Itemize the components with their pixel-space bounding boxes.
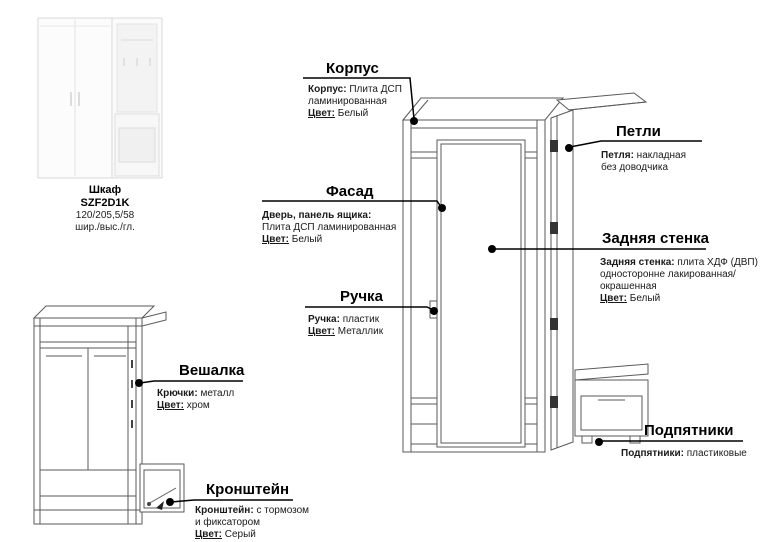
desc-line: Ручка: пластик <box>308 314 418 326</box>
callout-desc-petli: Петля: накладная без доводчика <box>601 150 711 174</box>
desc-label: Подпятники: <box>621 448 684 459</box>
callout-desc-fasad: Дверь, панель ящика: Плита ДСП ламиниров… <box>262 210 402 246</box>
desc-text: с тормозом <box>253 505 310 516</box>
callout-desc-podpyatniki: Подпятники: пластиковые <box>621 448 761 460</box>
desc-label: Крючки: <box>157 388 198 399</box>
desc-line: и фиксатором <box>195 517 305 529</box>
desc-text: Белый <box>288 234 323 245</box>
desc-line: ламинированная <box>308 96 423 108</box>
desc-label: Задняя стенка: <box>600 257 675 268</box>
callout-desc-veshalka: Крючки: металл Цвет: хром <box>157 388 257 412</box>
desc-text: односторонне лакированная/ <box>600 269 736 280</box>
product-code: SZF2D1K <box>80 197 130 209</box>
desc-line: Подпятники: пластиковые <box>621 448 761 460</box>
desc-label: Цвет: <box>262 234 289 245</box>
desc-text: Плита ДСП <box>346 84 402 95</box>
desc-label: Петля: <box>601 150 634 161</box>
desc-label: Цвет: <box>600 293 627 304</box>
desc-label: Кронштейн: <box>195 505 254 516</box>
desc-text: и фиксатором <box>195 517 261 528</box>
desc-text: Плита ДСП ламинированная <box>262 222 397 233</box>
desc-line: Кронштейн: с тормозом <box>195 505 309 517</box>
callout-title-podpyatniki: Подпятники <box>644 422 734 439</box>
desc-label: Цвет: <box>308 108 335 119</box>
desc-line: Крючки: металл <box>157 388 257 400</box>
callout-title-ruchka: Ручка <box>340 288 383 305</box>
desc-line: Цвет: Белый <box>600 293 765 305</box>
callout-leader-lines <box>139 77 743 503</box>
callout-anchor-dots <box>135 117 603 506</box>
product-caption: Шкаф SZF2D1K 120/205,5/58 шир./выс./гл. <box>45 184 165 234</box>
desc-text: без доводчика <box>601 162 669 173</box>
desc-text: Серый <box>221 529 256 540</box>
callout-desc-kronshtein: Кронштейн: с тормозом и фиксатором Цвет:… <box>195 505 309 541</box>
product-size-caption: шир./выс./гл. <box>75 222 135 233</box>
desc-line: Цвет: Белый <box>308 108 423 120</box>
desc-line: Корпус: Плита ДСП <box>308 84 423 96</box>
desc-line: Цвет: Металлик <box>308 326 418 338</box>
desc-label: Ручка: <box>308 314 340 325</box>
desc-text: плита ХДФ (ДВП) <box>674 257 758 268</box>
desc-label: Корпус: <box>308 84 347 95</box>
desc-label: Дверь, панель ящика: <box>262 210 372 221</box>
desc-text: металл <box>197 388 235 399</box>
product-size: 120/205,5/58 <box>75 210 135 221</box>
desc-text: хром <box>183 400 210 411</box>
product-name: Шкаф <box>88 184 122 196</box>
callout-title-veshalka: Вешалка <box>179 362 245 379</box>
desc-text: пластик <box>339 314 380 325</box>
callout-title-petli: Петли <box>616 123 661 140</box>
desc-line: Плита ДСП ламинированная <box>262 222 402 234</box>
desc-line: Цвет: Серый <box>195 529 305 541</box>
callout-desc-korpus: Корпус: Плита ДСП ламинированная Цвет: Б… <box>308 84 423 120</box>
desc-text: окрашенная <box>600 281 657 292</box>
desc-line: односторонне лакированная/ <box>600 269 765 281</box>
callout-title-korpus: Корпус <box>326 60 379 77</box>
desc-label: Цвет: <box>157 400 184 411</box>
desc-text: ламинированная <box>308 96 387 107</box>
desc-label: Цвет: <box>308 326 335 337</box>
desc-line: Цвет: Белый <box>262 234 402 246</box>
desc-text: Белый <box>334 108 369 119</box>
desc-line: Дверь, панель ящика: <box>262 210 402 222</box>
desc-line: Задняя стенка: плита ХДФ (ДВП) <box>600 257 765 269</box>
desc-text: пластиковые <box>683 448 747 459</box>
desc-line: без доводчика <box>601 162 711 174</box>
desc-label: Цвет: <box>195 529 222 540</box>
callout-title-kronshtein: Кронштейн <box>206 481 290 498</box>
desc-text: Металлик <box>334 326 384 337</box>
desc-text: Белый <box>626 293 661 304</box>
callout-desc-ruchka: Ручка: пластик Цвет: Металлик <box>308 314 418 338</box>
desc-line: окрашенная <box>600 281 765 293</box>
desc-line: Петля: накладная <box>601 150 711 162</box>
desc-text: накладная <box>633 150 686 161</box>
product-photo <box>37 17 163 179</box>
interior-wardrobe-drawing <box>32 305 185 525</box>
callout-title-fasad: Фасад <box>326 183 374 200</box>
main-wardrobe-drawing <box>401 92 649 453</box>
desc-line: Цвет: хром <box>157 400 257 412</box>
callout-title-zadnyaya-stenka: Задняя стенка <box>602 230 709 247</box>
callout-desc-zadnyaya-stenka: Задняя стенка: плита ХДФ (ДВП) односторо… <box>600 257 765 305</box>
